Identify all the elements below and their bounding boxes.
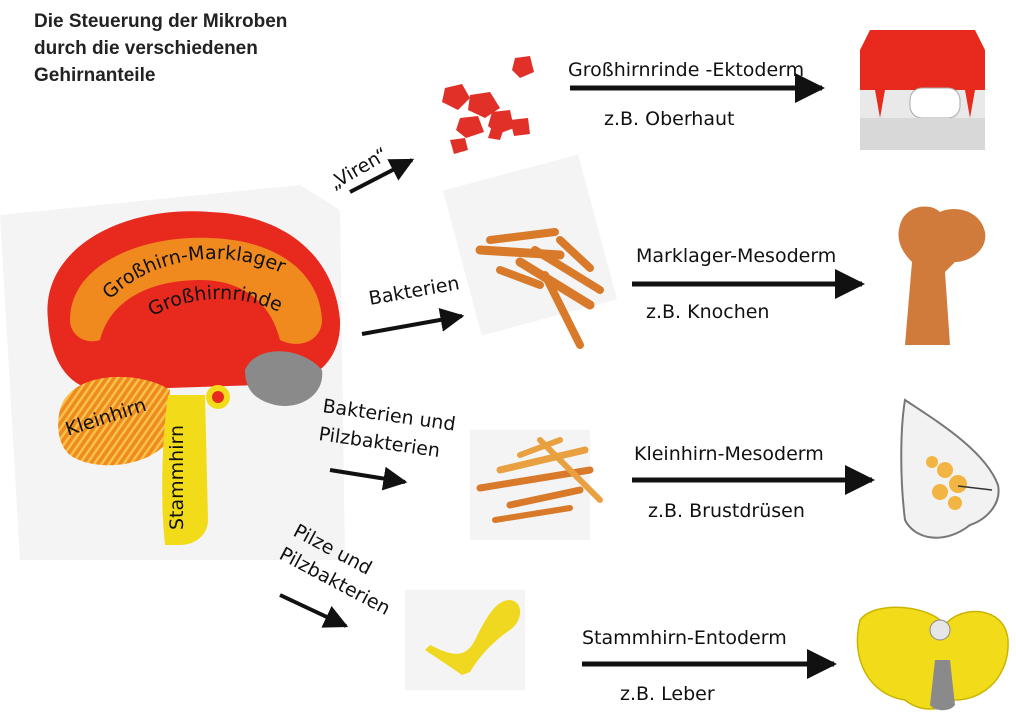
layer-label-1: Großhirnrinde -Ektoderm <box>568 59 804 81</box>
arrow-pilze <box>280 595 346 626</box>
arrow-bakterien <box>362 316 462 334</box>
bacteria-illustration <box>443 154 617 345</box>
fungi-illustration <box>405 590 525 690</box>
layer-label-4: Stammhirn-Entoderm <box>582 627 787 649</box>
example-label-4: z.B. Leber <box>620 683 715 705</box>
breast-illustration <box>901 400 998 538</box>
bacteria-fungi-illustration <box>470 430 600 540</box>
bone-illustration <box>899 206 986 345</box>
layer-label-3: Kleinhirn-Mesoderm <box>634 443 824 465</box>
liver-illustration <box>857 607 1008 710</box>
layer-label-2: Marklager-Mesoderm <box>636 245 836 267</box>
example-label-2: z.B. Knochen <box>646 301 769 323</box>
example-label-1: z.B. Oberhaut <box>604 108 735 130</box>
virus-illustration <box>442 56 534 154</box>
thalamus-red <box>212 391 224 403</box>
label-bakterien: Bakterien <box>367 272 461 310</box>
brain-label-stammhirn: Stammhirn <box>166 425 188 530</box>
example-label-3: z.B. Brustdrüsen <box>648 500 805 522</box>
skin-illustration <box>860 30 985 150</box>
